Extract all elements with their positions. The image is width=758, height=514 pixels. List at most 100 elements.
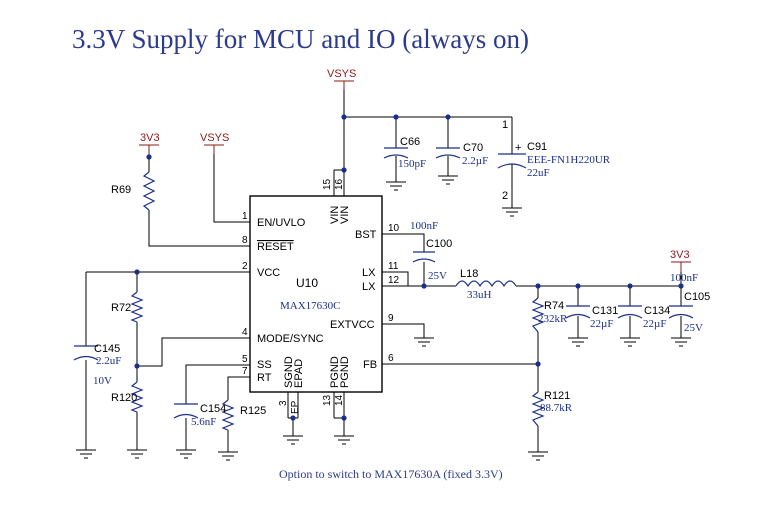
pin-pgnd-14: PGND (339, 356, 351, 388)
resistor-r74: R74 232kR (531, 297, 568, 333)
pin-num-lx12: 12 (388, 275, 400, 286)
c100-ref: C100 (426, 238, 452, 250)
r74-ref: R74 (544, 300, 564, 312)
vsys-left-power-port: VSYS (200, 132, 229, 154)
pin-sgnd: SGND (283, 356, 295, 388)
v33-left-power-port: 3V3 (139, 132, 160, 154)
ground-r125 (218, 451, 238, 461)
ground-symbols (76, 175, 691, 461)
pin-ss: SS (257, 359, 272, 371)
pin-lx-12: LX (362, 281, 376, 293)
resistor-r120: R120 (111, 381, 144, 413)
resistor-r69: R69 (111, 171, 156, 211)
ground-sgnd (283, 435, 303, 445)
capacitor-c100: 100nF C100 25V (410, 220, 452, 282)
pin-num-vin16: 16 (334, 178, 345, 190)
pin-num-pgnd14: 14 (334, 394, 345, 406)
ground-c70 (438, 175, 458, 185)
pin-num-rt: 7 (242, 366, 248, 377)
pin-num-bst: 10 (388, 223, 400, 234)
pin-num-ep: EP (290, 400, 301, 414)
pin-bst: BST (355, 229, 377, 241)
pin-pgnd-13: PGND (329, 356, 341, 388)
junction-dots (134, 114, 684, 421)
c134-ref: C134 (644, 305, 670, 317)
pin-num-vcc: 2 (242, 261, 248, 272)
c131-value: 22µF (590, 318, 613, 330)
r125-ref: R125 (240, 405, 266, 417)
option-note: Option to switch to MAX17630A (fixed 3.3… (279, 467, 503, 481)
ground-c145 (76, 449, 96, 459)
vsys-left-label: VSYS (200, 132, 229, 144)
pin-num-sgnd: 3 (278, 400, 289, 406)
c91-pin2: 2 (502, 190, 508, 202)
pin-num-reset: 8 (242, 235, 248, 246)
l18-value: 33uH (467, 289, 492, 301)
ground-r120 (127, 449, 147, 459)
c70-value: 2.2µF (462, 155, 488, 167)
pin-num-lx11: 11 (388, 261, 399, 272)
v33-right-label: 3V3 (670, 249, 690, 261)
c154-ref: C154 (200, 403, 226, 415)
ground-r121 (528, 451, 548, 461)
ground-c66 (386, 181, 406, 191)
c91-plus: + (515, 142, 521, 154)
ic-part: MAX17630C (280, 300, 341, 312)
ground-c131 (568, 337, 588, 347)
ground-c91 (502, 207, 522, 217)
pin-mode-sync: MODE/SYNC (257, 333, 324, 345)
inductor-l18: L18 33uH (455, 268, 517, 301)
r72-ref: R72 (111, 302, 131, 314)
capacitor-c131: C131 22µF (565, 305, 618, 338)
c145-ref: C145 (94, 343, 120, 355)
c145-value: 2.2uF (96, 355, 121, 367)
resistor-r72: R72 (111, 291, 144, 323)
wiring (85, 90, 682, 452)
pin-rt: RT (257, 372, 272, 384)
ic-ref: U10 (296, 276, 318, 290)
vsys-top-label: VSYS (327, 68, 356, 80)
c105-voltage: 25V (684, 322, 703, 334)
pin-lx-11: LX (362, 267, 376, 279)
c100-voltage: 25V (428, 270, 447, 282)
c70-ref: C70 (463, 142, 483, 154)
r120-ref: R120 (111, 392, 137, 404)
pin-num-fb: 6 (388, 353, 394, 364)
v33-right-power-port: 3V3 (670, 249, 691, 272)
capacitor-c70: C70 2.2µF (435, 142, 488, 176)
ground-pgnd (334, 435, 354, 445)
pin-num-en: 1 (242, 211, 248, 222)
ground-c100-extvcc (414, 337, 434, 347)
capacitor-c145: C145 2.2uF 10V (73, 343, 121, 387)
c154-value: 5.6nF (191, 416, 216, 428)
r74-value: 232kR (538, 313, 568, 325)
resistor-r125: R125 (221, 399, 266, 431)
pin-num-pgnd13: 13 (322, 394, 333, 406)
c91-value2: 22uF (527, 167, 550, 179)
c134-value: 22µF (643, 318, 666, 330)
capacitor-c134: C134 22µF (617, 305, 670, 338)
capacitor-c91: 1 2 + C91 EEE-FN1H220UR 22uF (497, 119, 611, 208)
c91-value: EEE-FN1H220UR (527, 154, 611, 166)
pin-en-uvlo: EN/UVLO (257, 217, 306, 229)
pin-num-vin15: 15 (322, 178, 333, 190)
c91-ref: C91 (527, 141, 547, 153)
c105-ref: C105 (684, 291, 710, 303)
c145-voltage: 10V (93, 375, 112, 387)
r121-ref: R121 (544, 390, 570, 402)
pin-extvcc: EXTVCC (330, 319, 375, 331)
c91-pin1: 1 (502, 119, 508, 131)
pin-fb: FB (363, 359, 377, 371)
pin-reset: RESET (257, 241, 294, 253)
c131-ref: C131 (592, 305, 618, 317)
capacitor-c66: C66 150pF (383, 136, 426, 182)
ground-c134 (620, 337, 640, 347)
page-title: 3.3V Supply for MCU and IO (always on) (72, 24, 529, 54)
capacitor-c105: 100nF C105 25V (668, 272, 710, 338)
ground-c105 (671, 337, 691, 347)
capacitor-c154: C154 5.6nF (173, 403, 226, 428)
ground-c154 (176, 449, 196, 459)
c100-value: 100nF (410, 220, 438, 232)
c66-value: 150pF (398, 158, 426, 170)
resistor-r121: R121 88.7kR (531, 390, 573, 427)
